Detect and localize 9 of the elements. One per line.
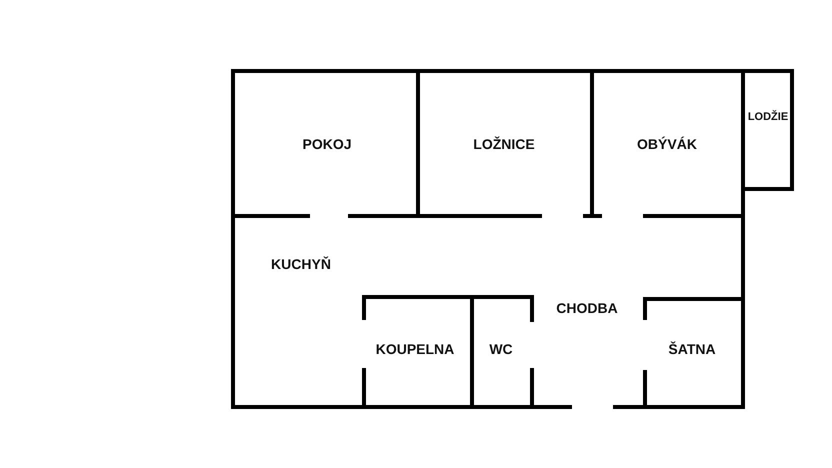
room-label: WC — [489, 341, 513, 357]
room-label: LODŽIE — [748, 111, 788, 123]
room-label: CHODBA — [556, 300, 618, 316]
room-label: OBÝVÁK — [637, 136, 697, 152]
room-label: POKOJ — [302, 136, 352, 152]
room-label: LOŽNICE — [473, 136, 535, 152]
room-label: KUCHYŇ — [271, 256, 331, 272]
room-label: ŠATNA — [668, 341, 716, 357]
room-label: KOUPELNA — [376, 341, 454, 357]
